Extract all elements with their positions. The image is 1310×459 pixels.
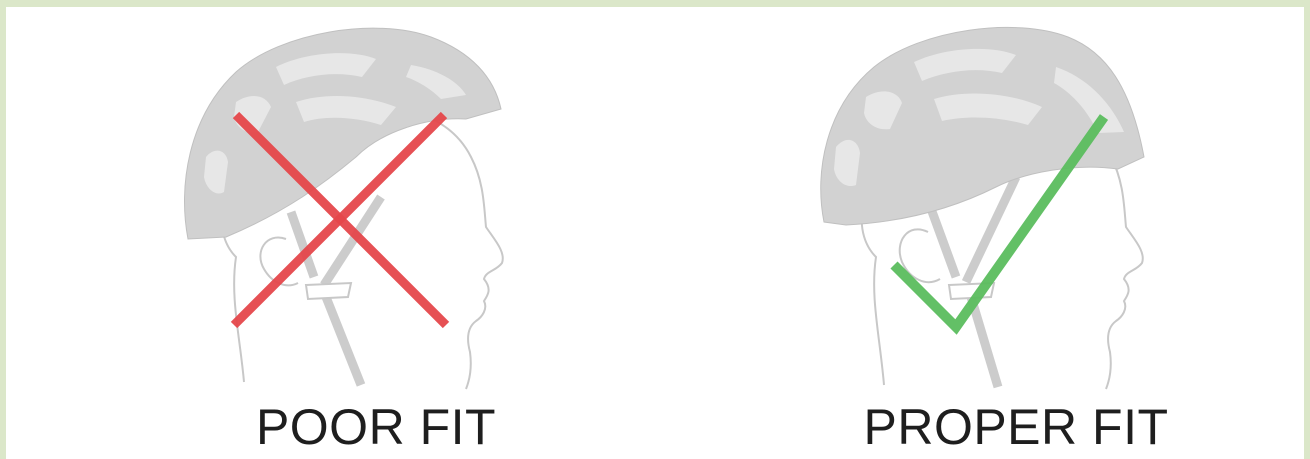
chin-strap [326,297,361,385]
chin-strap [971,297,998,387]
figure-frame: POOR FIT PROPER FIT [6,7,1304,459]
caption-proper-fit: PROPER FIT [806,399,1226,455]
strap-buckle-icon [306,283,351,299]
poor-fit-illustration [166,7,586,397]
caption-poor-fit: POOR FIT [166,399,586,455]
proper-fit-illustration [806,7,1226,397]
panel-poor-fit: POOR FIT [166,7,586,459]
panel-proper-fit: PROPER FIT [806,7,1226,459]
